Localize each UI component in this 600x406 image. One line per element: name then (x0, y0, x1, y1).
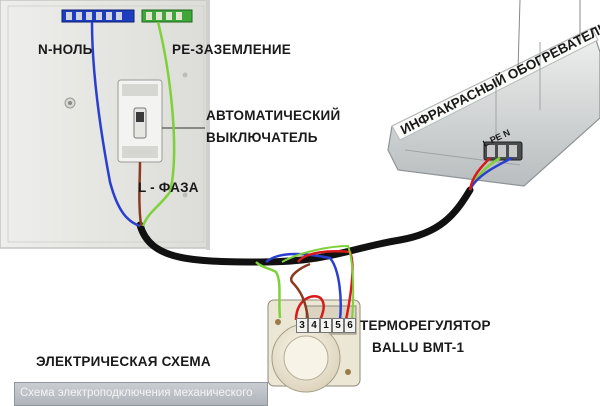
neutral-busbar (61, 9, 135, 23)
terminal-number: 6 (344, 318, 356, 333)
circuit-breaker (117, 79, 205, 163)
thermostat-label-line2: BALLU BMT-1 (372, 340, 465, 355)
thermostat-label-line1: ТЕРМОРЕГУЛЯТОР (360, 318, 491, 333)
terminal-number: 4 (308, 318, 320, 333)
phase-wire (138, 161, 143, 227)
infrared-heater (387, 0, 600, 187)
earth-wire (141, 21, 176, 227)
neutral-label: N-НОЛЬ (38, 42, 93, 57)
thermostat-wire-earth (255, 261, 282, 319)
terminal-number: 3 (296, 318, 308, 333)
neutral-wire (90, 21, 141, 228)
earth-label: PE-ЗАЗЕМЛЕНИЕ (172, 42, 291, 57)
phase-label: L - ФАЗА (138, 180, 199, 195)
earth-busbar (141, 9, 193, 23)
thermostat-wire-blue (265, 252, 342, 321)
thermostat-wire-loop (294, 295, 325, 321)
scheme-title: ЭЛЕКТРИЧЕСКАЯ СХЕМА (36, 354, 211, 369)
terminal-number: 1 (320, 318, 332, 333)
terminal-number: 5 (332, 318, 344, 333)
caption-text: Схема электроподключения механического (20, 387, 253, 399)
heater-wire-red (468, 157, 491, 191)
electrical-panel (0, 0, 210, 250)
thermostat-wire-brown (289, 262, 311, 321)
breaker-label-line2: ВЫКЛЮЧАТЕЛЬ (206, 130, 318, 145)
breaker-label-line1: АВТОМАТИЧЕСКИЙ (206, 108, 341, 123)
thermostat-wire-green-2 (281, 244, 355, 321)
